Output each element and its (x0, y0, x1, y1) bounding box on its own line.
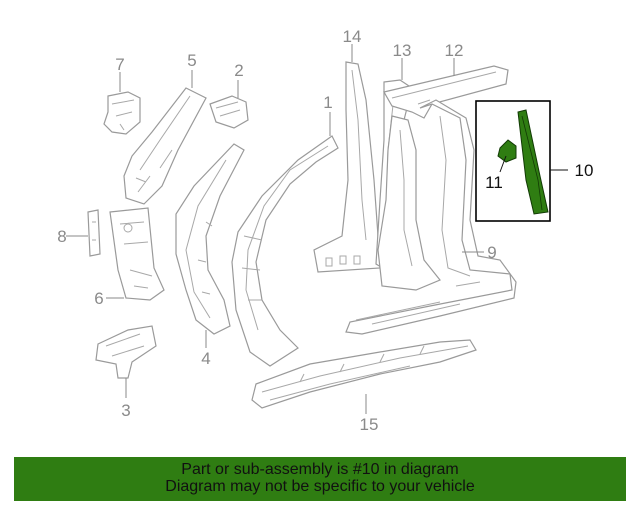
part-1[interactable] (231, 135, 339, 367)
part-14[interactable] (313, 61, 381, 273)
part-5[interactable] (123, 87, 207, 205)
highlight-box (475, 100, 551, 222)
info-banner: Part or sub-assembly is #10 in diagram D… (14, 457, 626, 501)
banner-line-1: Part or sub-assembly is #10 in diagram (181, 461, 459, 478)
callout-15: 15 (360, 415, 379, 434)
part-2[interactable] (209, 95, 249, 129)
part-6[interactable] (109, 207, 165, 301)
banner-line-2: Diagram may not be specific to your vehi… (165, 478, 475, 495)
part-11[interactable] (497, 139, 517, 163)
callout-2: 2 (234, 61, 243, 80)
part-4[interactable] (175, 143, 245, 335)
callout-6: 6 (94, 289, 103, 308)
part-3[interactable] (95, 325, 157, 379)
part-7[interactable] (103, 91, 141, 135)
callout-14: 14 (343, 27, 362, 46)
callout-12: 12 (445, 41, 464, 60)
part-8[interactable] (87, 209, 101, 257)
callout-11: 11 (485, 173, 503, 192)
callout-9: 9 (487, 243, 496, 262)
part-9[interactable] (345, 99, 517, 335)
part-10[interactable] (517, 109, 549, 215)
part-15[interactable] (251, 339, 477, 409)
callout-10: 10 (575, 161, 594, 180)
callout-5: 5 (187, 51, 196, 70)
callout-3: 3 (121, 401, 130, 420)
leader-lines (66, 44, 568, 414)
parts-diagram: 7 5 2 1 14 13 12 8 6 4 3 15 9 10 11 (57, 27, 594, 434)
callout-13: 13 (393, 41, 412, 60)
callout-1: 1 (323, 93, 332, 112)
callout-4: 4 (201, 349, 210, 368)
callout-8: 8 (57, 227, 66, 246)
callout-7: 7 (115, 55, 124, 74)
